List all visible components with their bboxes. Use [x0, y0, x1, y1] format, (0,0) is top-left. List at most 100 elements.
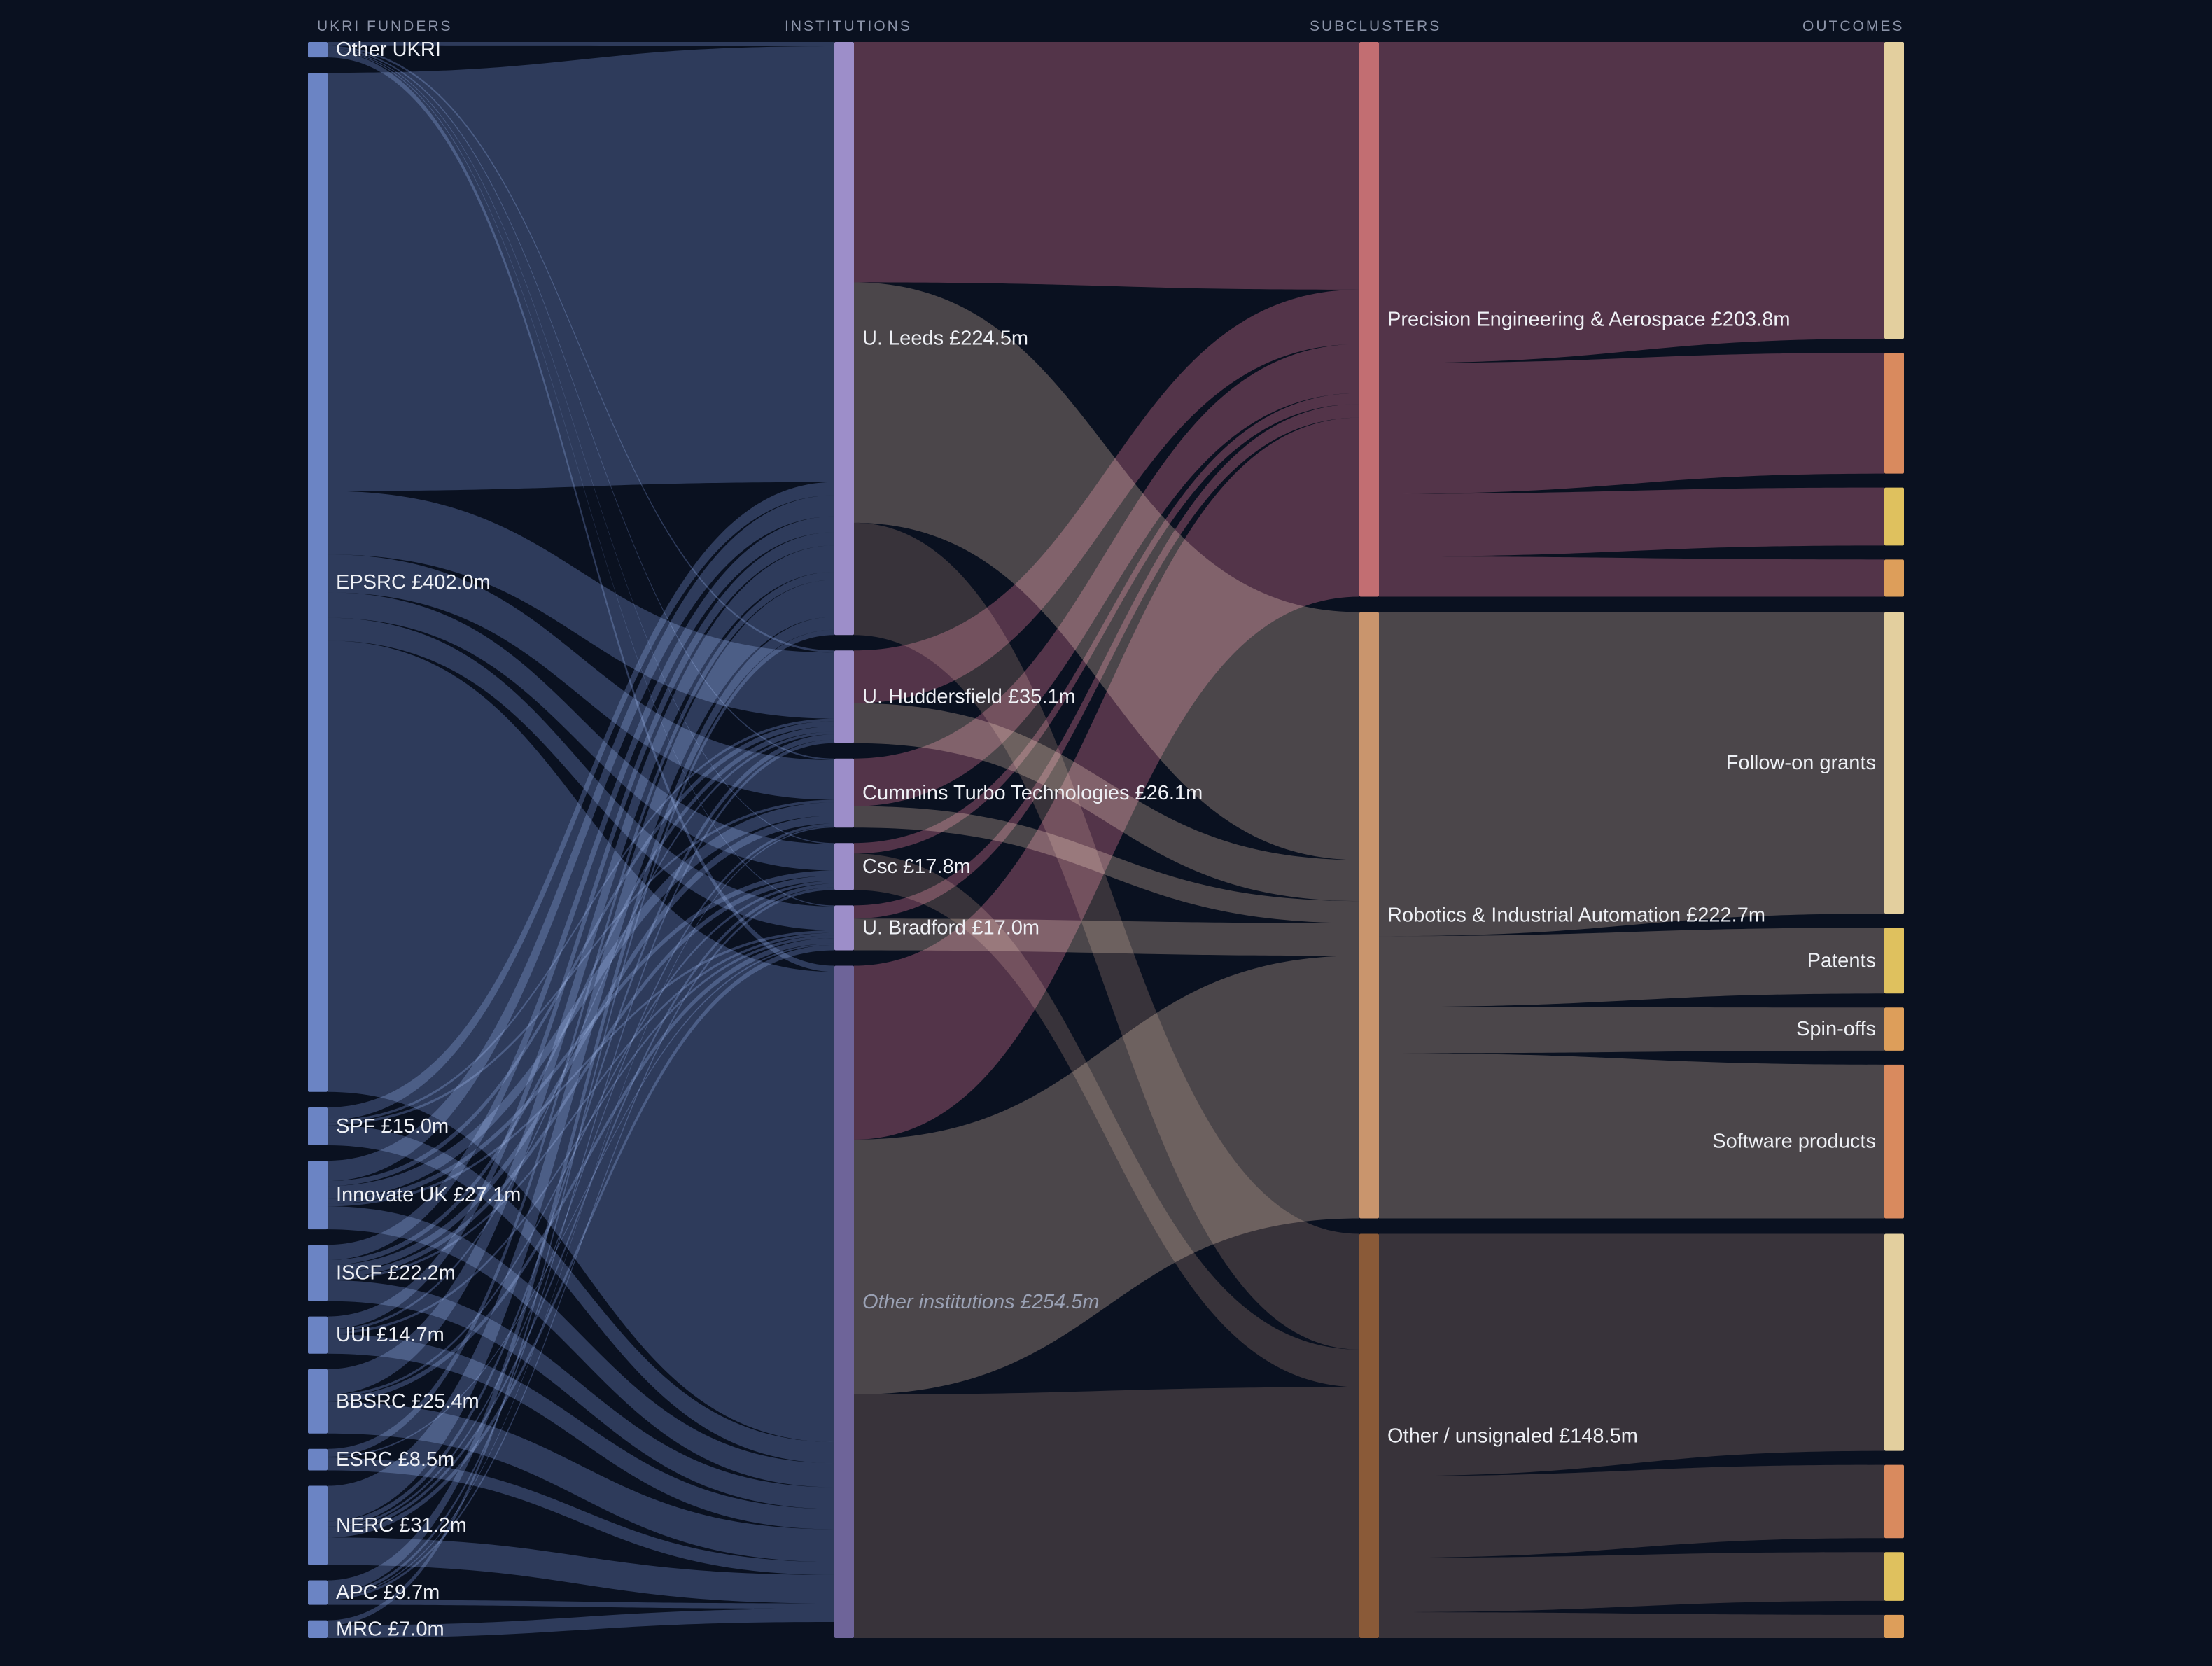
institution-label-other: Other institutions £254.5m	[862, 1291, 1100, 1313]
flow-nerc-hudd	[328, 734, 834, 1527]
flow-nerc-bradford	[328, 944, 834, 1538]
funder-label-iscf: ISCF £22.2m	[336, 1261, 456, 1284]
funder-label-apc: APC £9.7m	[336, 1581, 440, 1604]
flow-innovate-other	[328, 1206, 834, 1488]
flow-innovate-leeds	[328, 495, 834, 1182]
flow-iscf-leeds	[328, 516, 834, 1260]
flow-mrc-leeds	[328, 629, 834, 1625]
funder-node-uui	[308, 1316, 328, 1354]
flow-innovate-cummins	[328, 802, 834, 1199]
flow-bands	[328, 42, 1884, 1638]
flow-apc-hudd	[328, 739, 834, 1596]
flow-esrc-bradford	[328, 943, 834, 1458]
flow-iscf-csc	[328, 876, 834, 1278]
flow-esrc-leeds	[328, 572, 834, 1457]
flow-nerc-other	[328, 1537, 834, 1604]
institution-node-cummins	[834, 758, 854, 828]
institution-node-csc	[834, 843, 854, 890]
funder-node-innovate	[308, 1161, 328, 1230]
flow-iscf-other	[328, 1280, 834, 1509]
funder-node-iscf	[308, 1245, 328, 1301]
flow-cummins-precision	[854, 344, 1359, 806]
flow-other-unsig	[854, 1387, 1359, 1638]
flow-precision-software	[1379, 353, 1884, 494]
institution-node-leeds	[834, 42, 854, 636]
funder-node-mrc	[308, 1620, 328, 1638]
outcome-node-unsig-spinoffs	[1884, 1614, 1904, 1638]
funder-node-epsrc	[308, 73, 328, 1092]
funder-label-otherukri: Other UKRI	[336, 38, 441, 61]
subcluster-node-unsig	[1359, 1233, 1379, 1638]
header-institutions: INSTITUTIONS	[785, 18, 912, 34]
header-subclusters: SUBCLUSTERS	[1310, 18, 1441, 34]
outcome-node-unsig-software	[1884, 1464, 1904, 1539]
nodes	[308, 42, 1904, 1638]
funder-label-nerc: NERC £31.2m	[336, 1514, 467, 1536]
flow-csc-precision	[854, 393, 1359, 854]
funder-label-mrc: MRC £7.0m	[336, 1618, 444, 1640]
header-funders: UKRI FUNDERS	[317, 18, 453, 34]
flow-nerc-leeds	[328, 580, 834, 1522]
outcome-node-precision-spinoffs	[1884, 559, 1904, 597]
flow-spf-leeds	[328, 482, 834, 1120]
funder-label-bbsrc: BBSRC £25.4m	[336, 1390, 479, 1413]
flow-precision-patents	[1379, 487, 1884, 556]
funder-node-apc	[308, 1580, 328, 1605]
flow-epsrc-hudd	[328, 491, 834, 719]
header-outcomes: OUTCOMES	[1802, 18, 1904, 34]
outcome-node-precision-software	[1884, 353, 1904, 474]
flow-robotics-followon	[1379, 612, 1884, 937]
outcome-node-robotics-spinoffs	[1884, 1007, 1904, 1051]
flow-uui-bradford	[328, 935, 834, 1334]
flow-epsrc-leeds	[328, 46, 834, 491]
outcome-label-spinoffs: Spin-offs	[1796, 1018, 1876, 1040]
flow-unsig-software	[1379, 1464, 1884, 1558]
institution-label-leeds: U. Leeds £224.5m	[862, 328, 1028, 350]
institution-node-hudd	[834, 650, 854, 743]
subcluster-label-robotics: Robotics & Industrial Automation £222.7m	[1387, 904, 1765, 927]
flow-epsrc-bradford	[328, 617, 834, 930]
flow-leeds-precision	[854, 42, 1359, 290]
institution-node-other	[834, 965, 854, 1638]
subcluster-node-robotics	[1359, 612, 1379, 1219]
outcome-label-patents: Patents	[1807, 949, 1876, 972]
flow-uui-other	[328, 1334, 834, 1530]
funder-label-spf: SPF £15.0m	[336, 1115, 449, 1138]
outcome-label-followon: Follow-on grants	[1726, 752, 1876, 774]
flow-other-precision	[854, 417, 1359, 1140]
flow-apc-other	[328, 1600, 834, 1609]
funder-node-otherukri	[308, 42, 328, 58]
institution-label-cummins: Cummins Turbo Technologies £26.1m	[862, 782, 1203, 804]
funder-node-spf	[308, 1107, 328, 1146]
flow-apc-csc	[328, 887, 834, 1600]
subcluster-label-precision: Precision Engineering & Aerospace £203.8…	[1387, 308, 1791, 330]
flow-esrc-other	[328, 1457, 834, 1575]
flow-mrc-other	[328, 1609, 834, 1638]
funder-node-bbsrc	[308, 1368, 328, 1434]
outcome-node-robotics-followon	[1884, 612, 1904, 914]
flow-precision-spinoffs	[1379, 556, 1884, 597]
funder-label-esrc: ESRC £8.5m	[336, 1448, 454, 1471]
funder-node-nerc	[308, 1485, 328, 1565]
flow-otherukri-leeds	[328, 42, 834, 47]
institution-node-bradford	[834, 905, 854, 951]
flow-uui-leeds	[328, 532, 834, 1329]
flow-other-robotics	[854, 955, 1359, 1395]
column-headers: UKRI FUNDERS INSTITUTIONS SUBCLUSTERS OU…	[317, 18, 1904, 34]
institution-label-csc: Csc £17.8m	[862, 855, 971, 878]
flow-unsig-patents	[1379, 1552, 1884, 1613]
flow-epsrc-csc	[328, 592, 834, 871]
flow-apc-cummins	[328, 826, 834, 1597]
flow-hudd-precision	[854, 289, 1359, 704]
outcome-node-unsig-patents	[1884, 1552, 1904, 1601]
institution-label-bradford: U. Bradford £17.0m	[862, 916, 1040, 939]
flow-nerc-cummins	[328, 823, 834, 1530]
outcome-node-robotics-patents	[1884, 927, 1904, 994]
subcluster-node-precision	[1359, 42, 1379, 597]
institution-label-hudd: U. Huddersfield £35.1m	[862, 685, 1076, 708]
flow-bradford-precision	[854, 404, 1359, 919]
flow-apc-leeds	[328, 617, 834, 1593]
flow-innovate-hudd	[328, 721, 834, 1186]
